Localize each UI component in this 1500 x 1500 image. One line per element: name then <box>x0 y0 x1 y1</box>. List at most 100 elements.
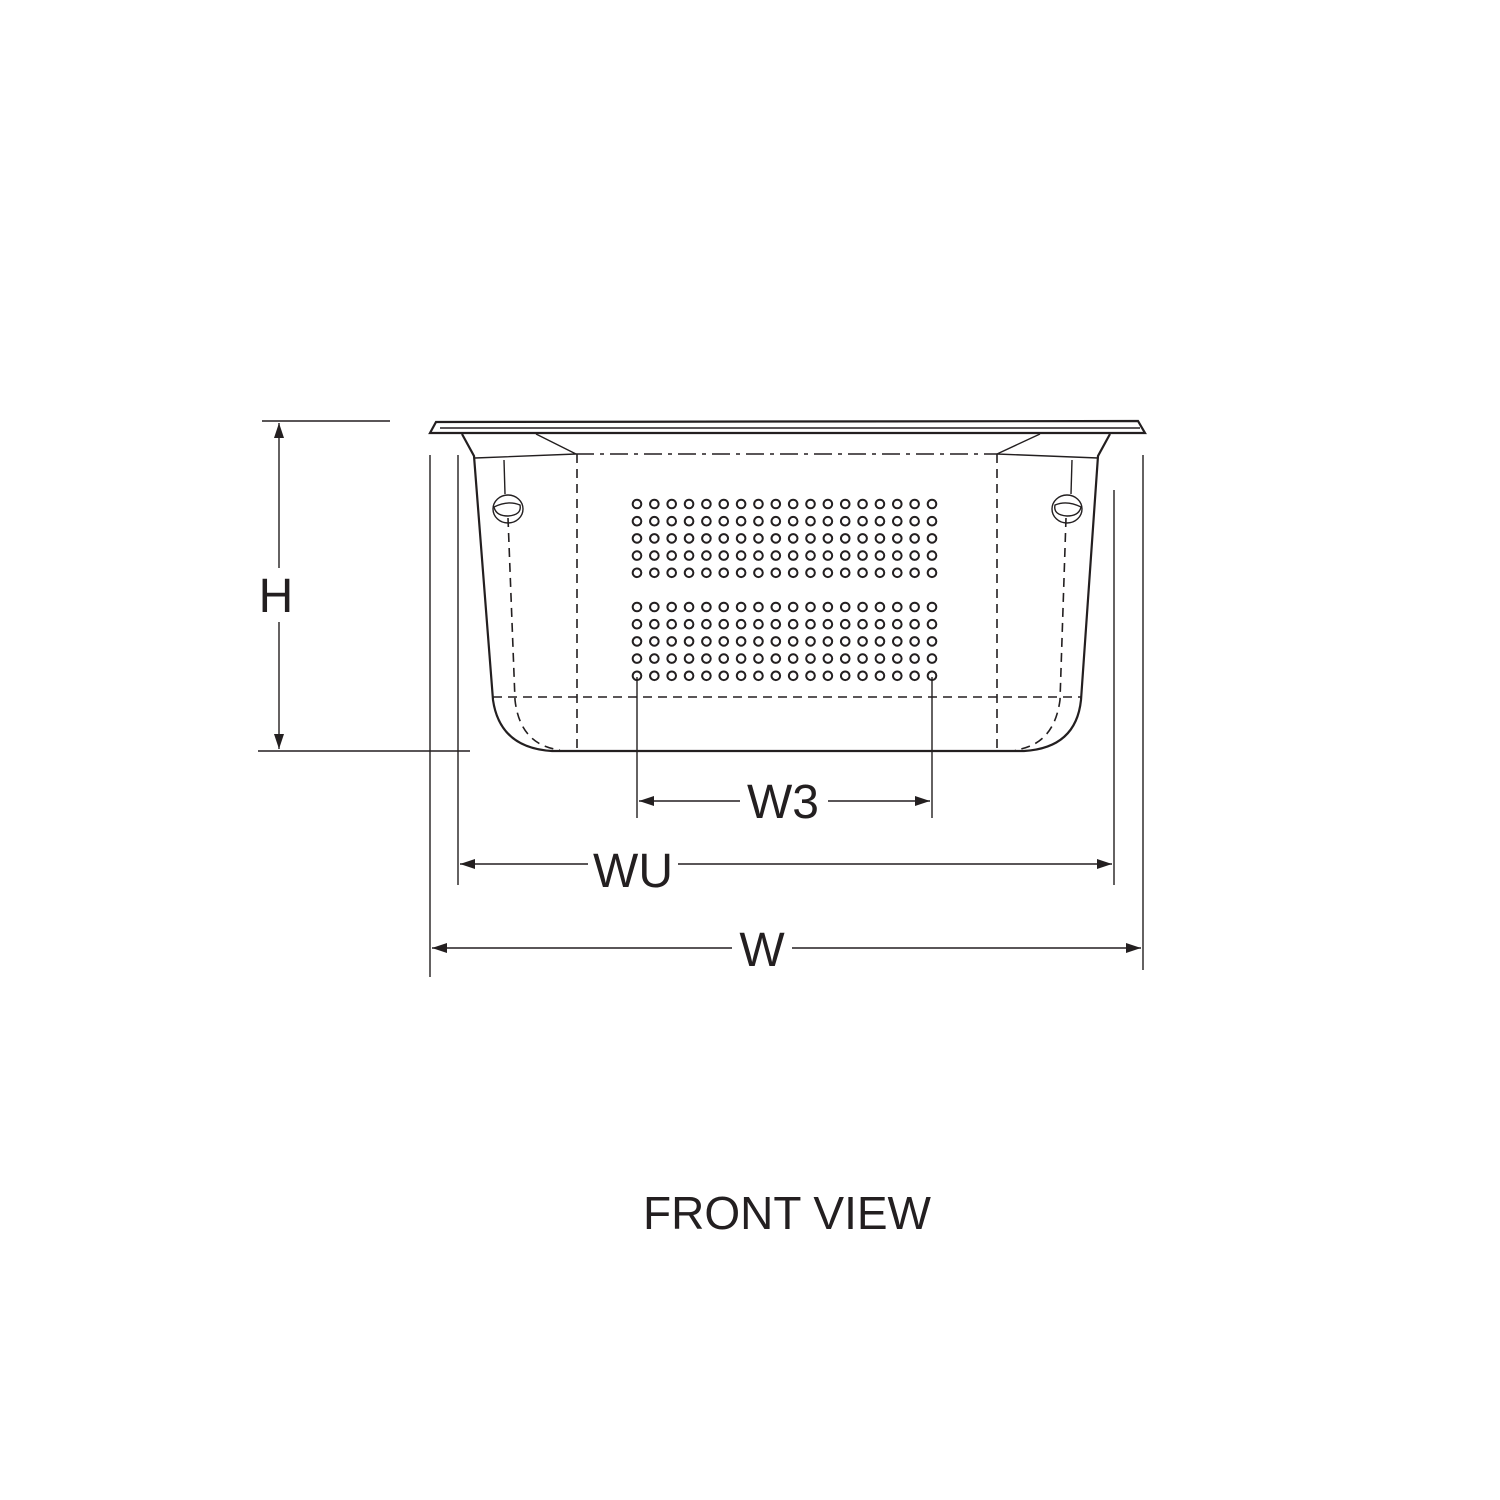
perforation-hole <box>753 670 764 682</box>
perforation-hole <box>666 515 678 527</box>
perforation-hole <box>891 515 903 527</box>
perforation-hole <box>787 670 799 682</box>
perforation-hole <box>822 550 834 561</box>
perforation-hole <box>805 550 816 561</box>
perforation-hole <box>857 515 868 527</box>
perforation-hole <box>822 636 834 647</box>
perforation-hole <box>683 567 695 579</box>
perforation-hole <box>857 618 868 630</box>
perforation-hole <box>891 550 903 561</box>
perforation-hole <box>770 533 782 544</box>
perforation-hole <box>787 567 799 579</box>
perforation-hole <box>718 498 730 510</box>
dimension-w3: W3 <box>636 677 933 829</box>
perforation-hole <box>874 550 886 561</box>
perforation-hole <box>805 618 816 630</box>
perforation-hole <box>683 515 695 527</box>
perforation-hole <box>753 550 764 561</box>
perforation-hole <box>805 533 816 544</box>
perforation-hole <box>753 653 764 664</box>
perforation-hole <box>649 533 660 544</box>
perforation-hole <box>701 515 712 527</box>
perforation-hole <box>891 653 903 664</box>
dimension-label-wu: WU <box>593 845 673 898</box>
perforation-hole <box>701 653 712 664</box>
perforation-hole <box>735 567 747 579</box>
perforation-hole <box>909 601 920 613</box>
perforation-hole <box>770 515 782 527</box>
perforation-hole <box>839 515 851 527</box>
perforation-hole <box>787 550 799 561</box>
perforation-hole <box>649 515 660 527</box>
perforation-hole <box>926 567 938 579</box>
perforation-hole <box>753 618 764 630</box>
perforation-hole <box>839 601 851 613</box>
perforation-hole <box>787 533 799 544</box>
perforation-hole <box>666 533 678 544</box>
perforation-hole <box>926 601 938 613</box>
perforation-hole <box>926 498 938 510</box>
perforation-hole <box>891 601 903 613</box>
right-hanger-stem <box>1070 459 1073 495</box>
dimension-label-w3: W3 <box>747 776 819 829</box>
perforation-hole <box>701 498 712 510</box>
perforation-hole <box>926 550 938 561</box>
perforation-hole <box>701 550 712 561</box>
perforation-hole <box>805 515 816 527</box>
perforation-hole <box>683 618 695 630</box>
pan-rim <box>428 419 1147 435</box>
perforation-hole <box>787 618 799 630</box>
left-gusset <box>474 433 577 459</box>
perforation-hole <box>909 636 920 647</box>
perforation-hole <box>666 618 678 630</box>
perforation-hole <box>909 550 920 561</box>
perforation-hole <box>631 601 643 613</box>
perforation-hole <box>874 653 886 664</box>
perforation-hole <box>770 618 782 630</box>
perforation-hole <box>909 515 920 527</box>
view-caption: FRONT VIEW <box>643 1187 932 1239</box>
perforation-hole <box>926 533 938 544</box>
perforation-hole <box>909 653 920 664</box>
perforation-hole <box>666 636 678 647</box>
perforation-hole <box>683 550 695 561</box>
perforation-hole <box>701 670 712 682</box>
perforation-hole <box>839 670 851 682</box>
perforation-hole <box>891 533 903 544</box>
perforation-hole <box>683 670 695 682</box>
perforation-hole <box>718 567 730 579</box>
right-hanger-icon <box>1051 494 1083 524</box>
perforation-hole <box>805 567 816 579</box>
perforation-hole <box>857 601 868 613</box>
perforation-hole <box>926 653 938 664</box>
perforation-hole <box>753 601 764 613</box>
perforation-hole <box>701 636 712 647</box>
dimension-h: H <box>258 420 470 752</box>
right-gusset <box>996 433 1099 459</box>
perforation-hole <box>649 618 660 630</box>
pan-body <box>461 433 1111 753</box>
perforation-hole <box>787 653 799 664</box>
perforation-hole <box>787 636 799 647</box>
left-inner-wall <box>507 517 561 751</box>
perforation-hole <box>805 636 816 647</box>
perforation-hole <box>822 670 834 682</box>
right-inner-wall <box>1014 517 1067 751</box>
perforation-hole <box>874 670 886 682</box>
perforation-hole <box>874 533 886 544</box>
perforation-hole <box>839 636 851 647</box>
perforation-hole <box>770 653 782 664</box>
perforation-hole <box>735 533 747 544</box>
perforation-hole <box>909 533 920 544</box>
perforation-hole <box>701 618 712 630</box>
perforation-hole <box>649 636 660 647</box>
perforation-hole <box>839 653 851 664</box>
perforation-hole <box>926 636 938 647</box>
perforation-hole <box>822 653 834 664</box>
perforation-hole <box>839 567 851 579</box>
perforation-hole <box>631 533 643 544</box>
perforation-hole <box>874 567 886 579</box>
perforation-hole <box>857 670 868 682</box>
perforation-hole <box>631 618 643 630</box>
